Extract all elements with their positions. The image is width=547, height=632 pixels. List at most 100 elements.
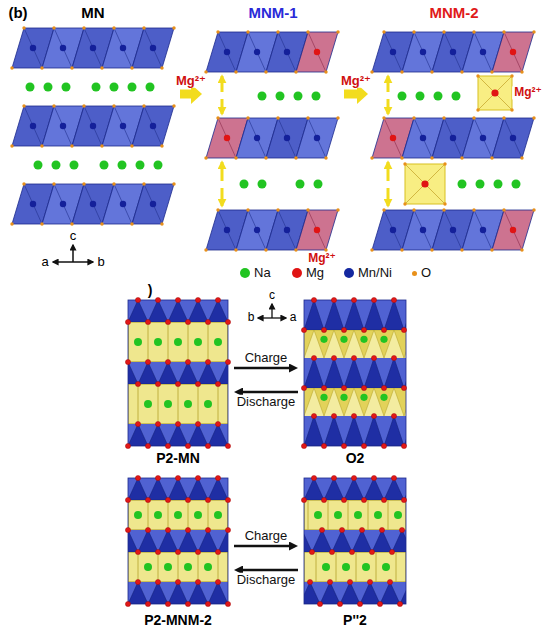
o-atom xyxy=(321,385,326,390)
o-atom xyxy=(125,359,130,364)
o-atom xyxy=(351,413,356,418)
structure-outline xyxy=(304,300,406,446)
o-atom xyxy=(234,156,237,159)
mg-octahedron xyxy=(405,164,445,204)
ion-label: Mg²⁺ xyxy=(306,252,338,265)
octahedron xyxy=(178,362,198,384)
o-atom xyxy=(160,144,163,147)
o-atom xyxy=(369,549,374,554)
tm-layer xyxy=(304,530,406,552)
na-atom xyxy=(62,83,71,92)
o-atom xyxy=(216,116,219,119)
octahedron xyxy=(364,300,384,330)
structure-name: MNM-2 xyxy=(429,4,478,21)
tm-layer-ground xyxy=(304,530,406,552)
octahedron xyxy=(492,118,534,158)
o-atom xyxy=(327,579,332,584)
na-atom xyxy=(380,336,387,343)
tm-layer xyxy=(128,582,228,604)
expansion-arrow xyxy=(221,188,224,206)
octahedron-edge xyxy=(114,184,132,224)
o-atom xyxy=(246,30,249,33)
na-atom xyxy=(360,336,367,343)
tm-layer xyxy=(128,478,228,500)
octahedron-edge xyxy=(54,106,72,146)
o-atom xyxy=(381,443,386,448)
arrow-label: Charge xyxy=(243,529,290,543)
octahedron xyxy=(304,416,324,446)
o-atom xyxy=(125,601,130,606)
octahedron-edge xyxy=(474,32,492,72)
o-atom xyxy=(175,381,180,386)
octahedral-layer-ground xyxy=(304,388,406,416)
tm-layer xyxy=(304,358,406,388)
o-atom xyxy=(361,385,366,390)
na-atom xyxy=(296,180,305,189)
o-atom xyxy=(185,359,190,364)
transition-metal-slab xyxy=(10,182,175,225)
o-atom xyxy=(476,108,479,111)
o-atom xyxy=(216,30,219,33)
o-atom xyxy=(155,381,160,386)
octahedron xyxy=(208,424,228,446)
na-atom xyxy=(214,338,222,346)
structure-box: P''2 xyxy=(300,474,410,628)
legend-swatch xyxy=(292,268,302,278)
o-atom xyxy=(347,579,352,584)
tm-atom xyxy=(120,123,126,129)
o-atom xyxy=(225,601,230,606)
o-atom xyxy=(234,70,237,73)
axis-arrow xyxy=(72,245,74,262)
octahedron-edge xyxy=(414,32,432,72)
o-atom xyxy=(165,359,170,364)
o-atom xyxy=(476,74,479,77)
prism-edge xyxy=(148,322,149,362)
octahedron-edge xyxy=(248,32,266,72)
tm-atom xyxy=(60,201,66,207)
legend-swatch xyxy=(344,268,354,278)
prism-edge xyxy=(198,384,199,424)
o-atom xyxy=(52,182,55,185)
octahedron xyxy=(296,210,338,250)
transition-metal-slab xyxy=(204,116,339,159)
na-atom xyxy=(340,336,347,343)
na-atom xyxy=(340,394,347,401)
o-atom xyxy=(324,248,327,251)
na-atom xyxy=(458,180,467,189)
na-atom xyxy=(374,511,382,519)
na-layer xyxy=(26,83,155,92)
o-atom xyxy=(331,413,336,418)
o-atom xyxy=(294,156,297,159)
o-atom xyxy=(370,248,373,251)
prism-layer xyxy=(304,500,406,530)
legend-swatch xyxy=(412,271,417,276)
panel-label: ) xyxy=(148,283,153,298)
octahedron xyxy=(344,416,364,446)
arrow-label: Charge xyxy=(243,351,290,365)
prism-layer-ground xyxy=(128,322,228,362)
na-atom xyxy=(164,400,172,408)
na-octahedron xyxy=(394,388,406,416)
o-atom xyxy=(532,208,535,211)
o-atom xyxy=(371,355,376,360)
prism-layer-ground xyxy=(128,500,228,530)
tm-layer-ground xyxy=(304,478,406,500)
na-atom xyxy=(320,394,327,401)
na-octahedron xyxy=(304,330,314,358)
o-atom xyxy=(165,497,170,502)
na-atom xyxy=(184,563,192,571)
na-atom xyxy=(174,511,182,519)
tm-atom xyxy=(420,135,426,141)
tm-atom xyxy=(150,123,156,129)
o-atom xyxy=(185,497,190,502)
structure-name: MN xyxy=(81,4,104,21)
octahedron-edge xyxy=(444,118,462,158)
o-atom xyxy=(204,156,207,159)
na-atom xyxy=(144,563,152,571)
o-atom xyxy=(341,497,346,502)
tm-layer xyxy=(304,478,406,500)
tm-layer-ground xyxy=(128,530,228,552)
na-atom xyxy=(184,400,192,408)
o-atom xyxy=(155,549,160,554)
tm-atom xyxy=(120,201,126,207)
